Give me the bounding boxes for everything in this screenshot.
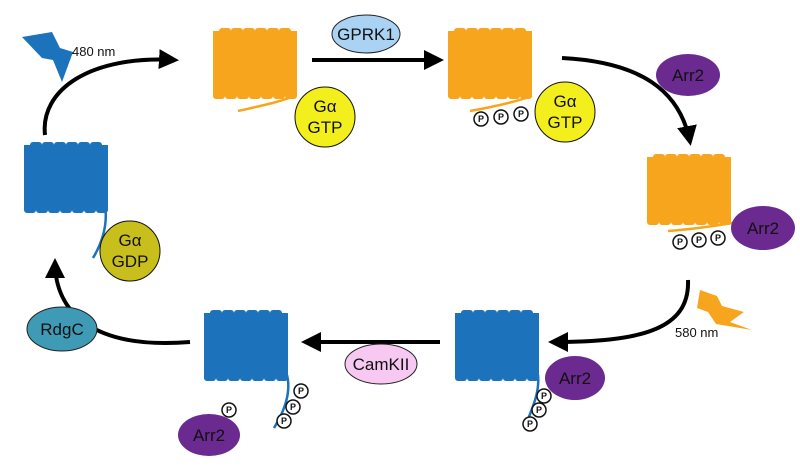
g-protein-symbol: Gα <box>313 97 336 116</box>
arrestin-bound <box>545 356 605 400</box>
arrestin-label: Arr2 <box>747 219 779 238</box>
phosphate-group: P <box>522 416 538 432</box>
receptor-inactive-gdp: Gα GDP <box>27 145 161 282</box>
arrestin-released <box>178 414 240 456</box>
light-label-480: 480 nm <box>72 44 115 59</box>
g-protein-gtp <box>294 86 356 148</box>
g-protein-gtp <box>534 81 596 143</box>
arrestin-label: Arr2 <box>193 426 225 445</box>
phosphate-group: P <box>531 402 547 418</box>
g-protein-gdp-label: GDP <box>112 252 149 271</box>
receptor-active-gtp: Gα GTP <box>216 31 356 148</box>
phosphate-group: P <box>493 109 509 125</box>
camkii-enzyme <box>344 343 418 385</box>
camkii-label: CamKII <box>353 355 410 374</box>
phosphate-group: P <box>536 388 552 404</box>
svg-text:P: P <box>290 402 296 412</box>
lightning-bolt-orange-icon <box>697 290 752 330</box>
g-protein-gdp <box>99 220 161 282</box>
svg-text:P: P <box>498 112 504 122</box>
g-protein-gtp-label: GTP <box>308 118 343 137</box>
svg-text:P: P <box>541 391 547 401</box>
arrow-arrestin-binding <box>561 56 697 146</box>
phosphate-group: P <box>691 232 707 248</box>
receptor-phosphorylated-arrestin: P P P Arr2 <box>650 157 795 250</box>
arrestin-label: Arr2 <box>559 369 591 388</box>
g-protein-gtp-label: GTP <box>548 113 583 132</box>
arrestin-bound <box>731 206 795 250</box>
arrow-activation <box>42 49 179 136</box>
phosphate-group: P <box>221 402 237 418</box>
light-label-580: 580 nm <box>675 325 718 340</box>
phosphate-group: P <box>473 111 489 127</box>
svg-text:P: P <box>281 416 287 426</box>
receptor-inactive-phosphorylated: P P P <box>207 313 309 429</box>
g-protein-symbol: Gα <box>553 92 576 111</box>
rdgc-label: RdgC <box>40 320 83 339</box>
rdgc-enzyme <box>26 306 98 352</box>
arrestin-label: Arr2 <box>672 66 704 85</box>
receptor-inactive-phosphorylated-arrestin: Arr2 P P P <box>458 313 605 432</box>
svg-text:P: P <box>715 233 721 243</box>
gprk1-enzyme <box>331 14 401 54</box>
phosphate-group: P <box>672 234 688 250</box>
phosphate-group: P <box>276 413 292 429</box>
phosphate-group: P <box>513 106 529 122</box>
arrow-photoconversion <box>548 279 691 352</box>
lightning-bolt-blue-icon <box>22 32 73 82</box>
svg-text:P: P <box>677 237 683 247</box>
gprk1-label: GPRK1 <box>337 25 395 44</box>
phosphate-group: P <box>293 383 309 399</box>
g-protein-symbol: Gα <box>118 231 141 250</box>
svg-text:P: P <box>226 405 232 415</box>
svg-text:P: P <box>478 114 484 124</box>
receptor-phosphorylated-gtp: P P P Gα GTP <box>451 31 596 143</box>
arrestin-free <box>656 54 720 96</box>
svg-text:P: P <box>298 386 304 396</box>
svg-text:P: P <box>518 109 524 119</box>
svg-text:P: P <box>696 235 702 245</box>
svg-text:P: P <box>527 419 533 429</box>
phosphate-group: P <box>285 399 301 415</box>
svg-text:P: P <box>536 405 542 415</box>
phosphate-group: P <box>710 230 726 246</box>
